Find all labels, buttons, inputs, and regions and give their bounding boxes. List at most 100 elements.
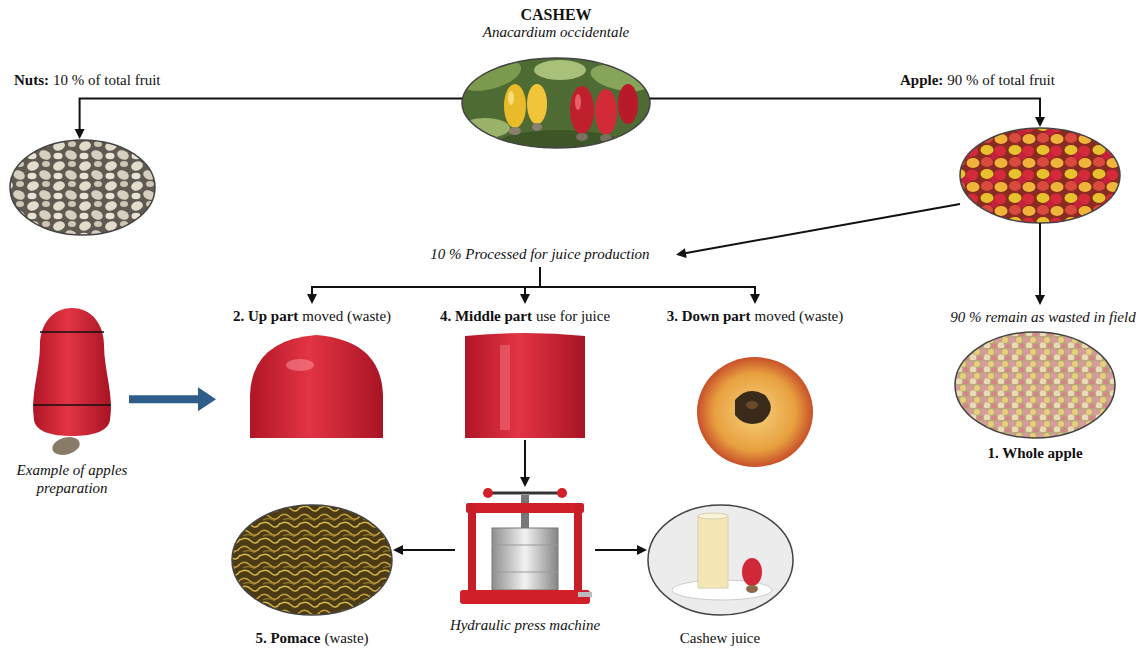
node-text: 4. Middle part [440, 308, 532, 325]
node-text: (waste) [324, 630, 368, 647]
hydraulic-press-picture [483, 488, 493, 498]
caption: Example of apples preparation [6, 461, 138, 498]
caption: 90 % remain as wasted in field [950, 309, 1135, 326]
connector-line [402, 549, 455, 551]
connector-line [525, 267, 540, 295]
node-text: 2. Up part [233, 308, 298, 325]
cashew-tree-photo [595, 89, 617, 135]
process-note: 10 % Processed for juice production [405, 243, 675, 267]
connector-line [1039, 223, 1041, 296]
node-text: 90 % remain as wasted in field [950, 309, 1135, 326]
flow-arrow [307, 267, 540, 304]
cashew-juice-photo [746, 585, 758, 593]
cashew-juice-photo [698, 516, 728, 588]
connector-line [312, 267, 540, 295]
cashew-juice-photo [648, 505, 793, 615]
part-node: 3. Down partmoved (waste) [640, 305, 870, 470]
node-text: 10 % of total fruit [53, 72, 160, 89]
connector-line [524, 440, 526, 478]
apples-photo [960, 128, 1120, 223]
flow-arrow [75, 99, 462, 140]
arrow-head [637, 545, 647, 555]
middle-part-picture [500, 345, 510, 430]
flow-arrow [540, 267, 760, 304]
caption: 1. Whole apple [987, 445, 1082, 462]
down-part-picture [697, 357, 813, 467]
cashew-tree-photo [460, 118, 510, 138]
node-text: Apple: [900, 72, 943, 89]
arrow-head [520, 294, 530, 304]
caption: Hydraulic press machine [450, 617, 600, 634]
cashew-tree-photo [504, 84, 526, 128]
node-text: CASHEW [520, 6, 591, 24]
waste-photo-node: 90 % remain as wasted in field 1. Whole a… [945, 306, 1142, 466]
down-part-picture [746, 401, 758, 409]
cashew-tree-photo [570, 86, 594, 134]
flow-arrow [595, 545, 647, 555]
cashew-tree-photo [534, 60, 586, 80]
apple-preparation-picture [33, 308, 111, 436]
down-part-picture [735, 391, 771, 424]
cashew-tree-photo [618, 84, 638, 124]
cashew-tree-photo [508, 91, 514, 105]
cashew-juice-photo [742, 558, 762, 586]
connector-line [650, 99, 1040, 119]
flow-arrow [393, 545, 455, 555]
cashew-tree-photo [527, 84, 547, 124]
cashew-tree-photo [455, 53, 651, 154]
cashew-juice-photo [648, 505, 793, 615]
flow-arrow [650, 99, 1045, 128]
caption: 3. Down partmoved (waste) [667, 308, 843, 325]
apple-preparation-picture [50, 434, 81, 458]
up-part-picture [250, 335, 383, 438]
hydraulic-press-picture [557, 488, 567, 498]
cashew-tree-photo [509, 127, 521, 135]
node-text: Example of apples preparation [17, 462, 128, 496]
connector-line [129, 395, 199, 403]
caption: Apple:90 % of total fruit [900, 72, 1055, 89]
node-text: Hydraulic press machine [450, 617, 600, 634]
hydraulic-press-picture [466, 503, 584, 513]
hydraulic-press-picture [578, 592, 592, 597]
down-part-picture [697, 357, 813, 467]
arrow-head [198, 387, 216, 411]
hydraulic-press-picture [574, 503, 582, 600]
hydraulic-press-picture [468, 503, 476, 600]
node-text: 3. Down part [667, 308, 751, 325]
middle-part-picture [465, 333, 585, 438]
connector-line [80, 99, 462, 131]
arrow-head [750, 294, 760, 304]
apple-preparation-picture [33, 404, 111, 406]
hydraulic-press-picture [492, 545, 558, 546]
middle-part-picture [465, 333, 585, 438]
caption: 5. Pomace(waste) [255, 630, 368, 647]
apple-photo-node: Apple:90 % of total fruit [960, 128, 1120, 223]
part-node: 4. Middle partuse for juice [420, 305, 630, 440]
cashew-tree-photo [532, 123, 542, 131]
pomace-photo [232, 505, 392, 615]
plant-photo-node: CASHEWAnacardium occidentale [462, 58, 650, 148]
hydraulic-press-picture [492, 572, 558, 573]
caption: 10 % Processed for juice production [430, 246, 649, 263]
node-text: 90 % of total fruit [947, 72, 1054, 89]
arrow-head [520, 477, 530, 487]
apples-photo [960, 128, 1120, 223]
wasted-apples-photo [955, 332, 1115, 438]
up-part-picture [286, 359, 314, 371]
node-text: Cashew juice [680, 630, 760, 647]
nuts-photo [10, 140, 155, 235]
hydraulic-press-picture [490, 492, 560, 495]
pomace-photo-node: 5. Pomace(waste) [232, 505, 392, 615]
node-text: 1. Whole apple [987, 445, 1082, 462]
arrow-head [393, 545, 403, 555]
hydraulic-press-picture [460, 590, 590, 604]
up-part-picture [250, 335, 383, 438]
arrow-head [307, 294, 317, 304]
juice-photo-node: Cashew juice [648, 505, 793, 615]
pomace-photo [232, 505, 392, 615]
caption: 2. Up partmoved (waste) [233, 308, 391, 325]
connector-line [595, 549, 638, 551]
node-text: Anacardium occidentale [483, 24, 629, 41]
